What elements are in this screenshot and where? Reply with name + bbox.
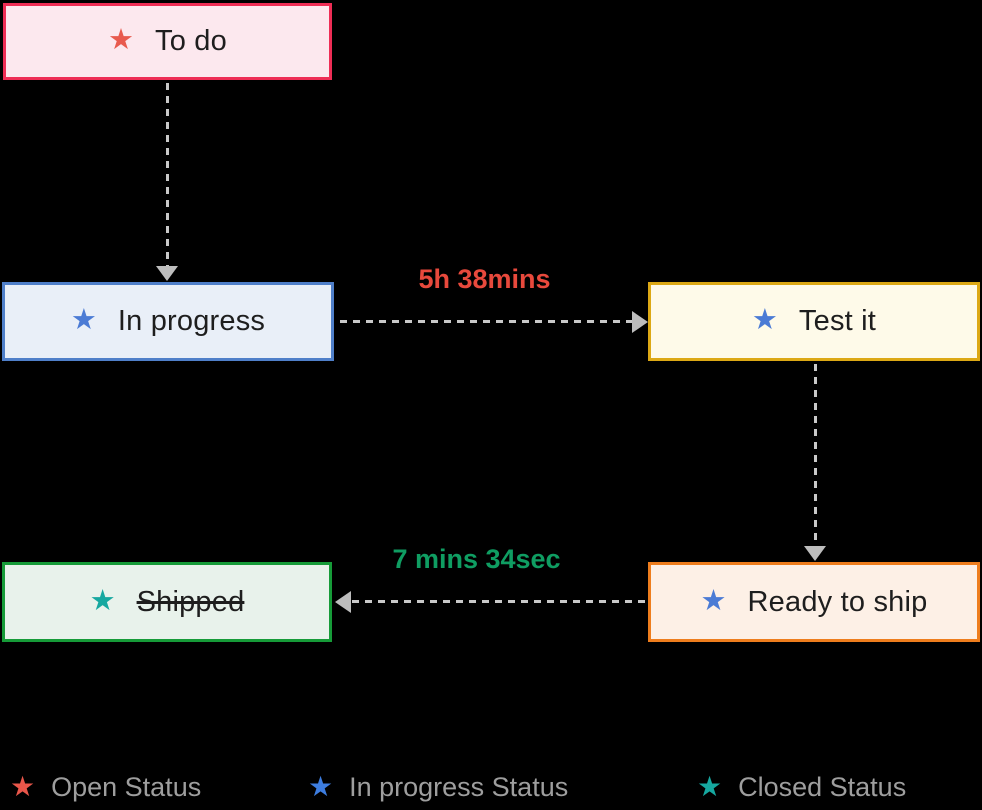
legend-item-in-progress-status: ★ In progress Status [308,772,568,803]
arrowhead-left-icon [335,591,351,613]
legend-label: Open Status [51,772,202,802]
node-in-progress: ★ In progress [2,282,334,361]
in-progress-status-star-icon: ★ [70,304,97,336]
in-progress-status-star-icon: ★ [751,304,778,336]
arrowhead-down-icon [156,266,178,281]
node-label: Ready to ship [747,585,928,618]
open-status-star-icon: ★ [108,24,135,56]
node-to-do: ★ To do [3,3,332,80]
legend-item-closed-status: ★ Closed Status [697,772,906,803]
arrowhead-down-icon [804,546,826,561]
closed-status-star-icon: ★ [697,770,723,802]
edge-duration-label: 5h 38mins [418,264,551,294]
node-test-it: ★ Test it [648,282,980,361]
node-shipped: ★ Shipped [2,562,332,642]
legend-label: In progress Status [349,772,569,802]
edge-inprogress-to-testit-line [340,320,632,323]
node-label: In progress [117,305,266,337]
in-progress-status-star-icon: ★ [700,584,727,617]
edge-duration-label: 7 mins 34sec [392,544,561,574]
node-ready-to-ship: ★ Ready to ship [648,562,980,642]
edge-readytoship-to-shipped-line [352,600,645,603]
edge-todo-to-inprogress-line [166,83,169,267]
closed-status-star-icon: ★ [89,584,116,617]
in-progress-status-star-icon: ★ [308,770,334,802]
node-label: To do [155,25,227,57]
legend-item-open-status: ★ Open Status [10,772,201,803]
open-status-star-icon: ★ [10,770,36,802]
edge-testit-to-readytoship-line [814,364,817,547]
node-label: Shipped [136,585,245,618]
arrowhead-right-icon [632,311,648,333]
legend-label: Closed Status [738,772,907,802]
node-label: Test it [798,305,877,337]
